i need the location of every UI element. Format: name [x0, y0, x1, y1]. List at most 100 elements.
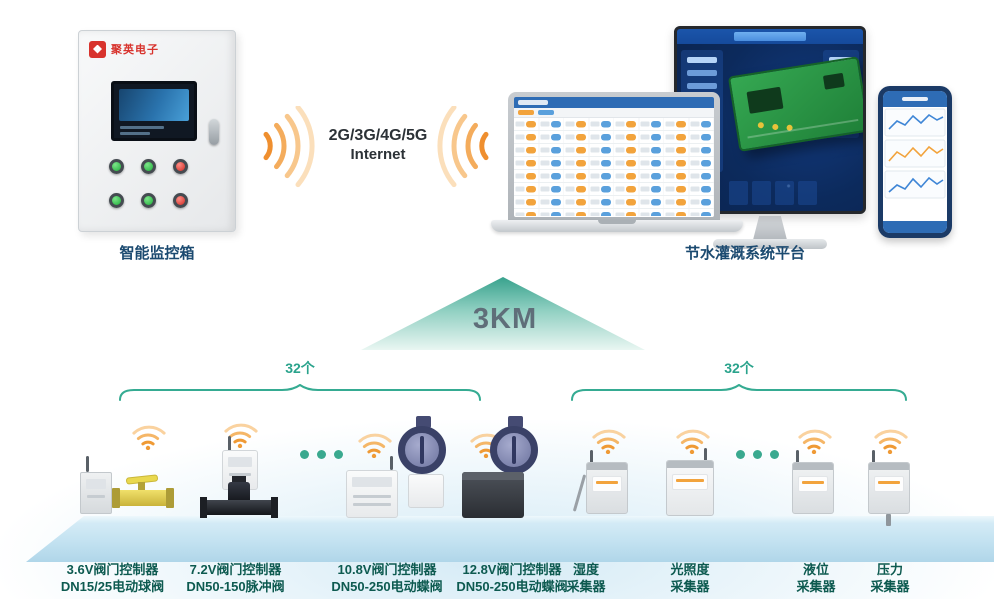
platform-label: 节水灌溉系统平台 [684, 245, 805, 262]
sensor-box [666, 460, 714, 516]
controller-box-dark [462, 472, 524, 518]
left-group-count: 32个 [285, 360, 315, 376]
device-caption-line1: 压力 [876, 562, 903, 577]
valve-end-cap [166, 488, 174, 508]
ellipsis-dots [296, 450, 347, 459]
device-caption-line1: 12.8V阀门控制器 [462, 562, 562, 577]
wifi-waves-right-icon [437, 106, 489, 188]
antenna-icon [590, 450, 593, 464]
internet-label: Internet [350, 146, 406, 163]
phone-nav-bar [883, 221, 947, 233]
controller-face [86, 479, 106, 489]
sensor-box [792, 462, 834, 514]
ball-valve-body [118, 490, 168, 506]
laptop-base [491, 220, 743, 232]
wifi-signal-icon [132, 425, 166, 450]
ground-platform [26, 516, 994, 562]
dot [753, 450, 762, 459]
dot [770, 450, 779, 459]
wifi-signal-icon [676, 429, 710, 454]
sensor-box [586, 462, 628, 514]
sensor-label-tag [798, 476, 828, 492]
monitor-stand-neck [753, 216, 787, 240]
cabinet-button-green [109, 159, 124, 174]
cabinet-label: 智能监控箱 [119, 245, 195, 262]
device-valve-controller-10-8v [344, 414, 452, 520]
laptop-toolbar [514, 108, 714, 118]
device-caption-line2: 采集器 [796, 579, 836, 594]
device-caption-line2: DN50-250电动蝶阀 [456, 579, 568, 594]
controller-face-line [229, 473, 251, 476]
butterfly-valve [398, 426, 446, 474]
dot [736, 450, 745, 459]
device-caption-line1: 3.6V阀门控制器 [66, 562, 159, 577]
device-caption-line1: 液位 [802, 562, 829, 577]
device-caption: 3.6V阀门控制器 DN15/25电动球阀 [40, 561, 185, 595]
device-light-sensor [656, 426, 724, 520]
valve-actuator-cap [508, 416, 523, 428]
hmi-image [119, 89, 189, 121]
cabinet-button-green [109, 193, 124, 208]
dashboard-title-bar [734, 32, 806, 41]
device-caption: 12.8V阀门控制器 DN50-250电动蝶阀 [437, 561, 587, 595]
device-pressure-sensor [856, 426, 922, 526]
wifi-waves-left-icon [263, 106, 315, 188]
antenna-icon [228, 436, 231, 452]
pcb-pad [757, 121, 765, 129]
wifi-signal-icon [592, 429, 626, 454]
phone-charts [884, 108, 946, 199]
device-caption: 7.2V阀门控制器 DN50-150脉冲阀 [163, 561, 308, 595]
controller-face-line [353, 495, 391, 498]
laptop-app-header [514, 97, 714, 108]
valve-pipe [202, 500, 276, 515]
cabinet-hmi-screen [111, 81, 197, 141]
wifi-signal-icon [798, 429, 832, 454]
tile [729, 181, 748, 205]
device-caption-line2: DN50-250电动蝶阀 [331, 579, 443, 594]
pcb-pad [786, 124, 794, 132]
right-group-count: 32个 [724, 360, 754, 376]
device-humidity-sensor [572, 426, 640, 520]
solenoid-coil [228, 482, 250, 502]
hmi-text-line [120, 132, 150, 135]
controller-face-line [353, 503, 391, 506]
tile [798, 181, 817, 205]
dot [334, 450, 343, 459]
valve-end-cap [112, 488, 120, 508]
controller-face [352, 477, 392, 487]
pcb-pad [771, 123, 779, 131]
dashboard-tiles [729, 181, 817, 205]
dot [300, 450, 309, 459]
antenna-icon [704, 448, 707, 462]
tile [752, 181, 771, 205]
cabinet-button-red [173, 159, 188, 174]
pcb-chip [746, 86, 784, 114]
valve-connector [232, 476, 246, 484]
dashboard-phone [878, 86, 952, 238]
right-group-bracket [571, 384, 907, 401]
dot [317, 450, 326, 459]
device-caption-line1: 光照度 [670, 562, 710, 577]
controller-box [80, 472, 112, 514]
sensor-label-tag [592, 476, 622, 492]
wifi-signal-icon [358, 433, 392, 458]
dashboard-header [677, 29, 863, 44]
laptop-data-table [514, 118, 714, 216]
pressure-probe [886, 514, 891, 526]
device-caption: 光照度 采集器 [650, 561, 730, 595]
network-types: 2G/3G/4G/5G [328, 127, 428, 144]
control-cabinet: 聚英电子 [78, 30, 236, 232]
device-valve-controller-7-2v [198, 420, 280, 520]
device-caption: 10.8V阀门控制器 DN50-250电动蝶阀 [312, 561, 462, 595]
device-caption-line2: 采集器 [670, 579, 710, 594]
valve-actuator-box [408, 474, 444, 508]
device-caption-line1: 7.2V阀门控制器 [189, 562, 282, 577]
device-caption-line1: 10.8V阀门控制器 [337, 562, 437, 577]
device-caption-line1: 湿度 [572, 562, 599, 577]
ellipsis-dots [732, 450, 783, 459]
monitor-stand-base [713, 239, 827, 249]
phone-screen [883, 91, 947, 233]
range-distance: 3KM [472, 303, 538, 335]
device-caption: 液位 采集器 [776, 561, 856, 595]
laptop-screen [514, 97, 714, 217]
